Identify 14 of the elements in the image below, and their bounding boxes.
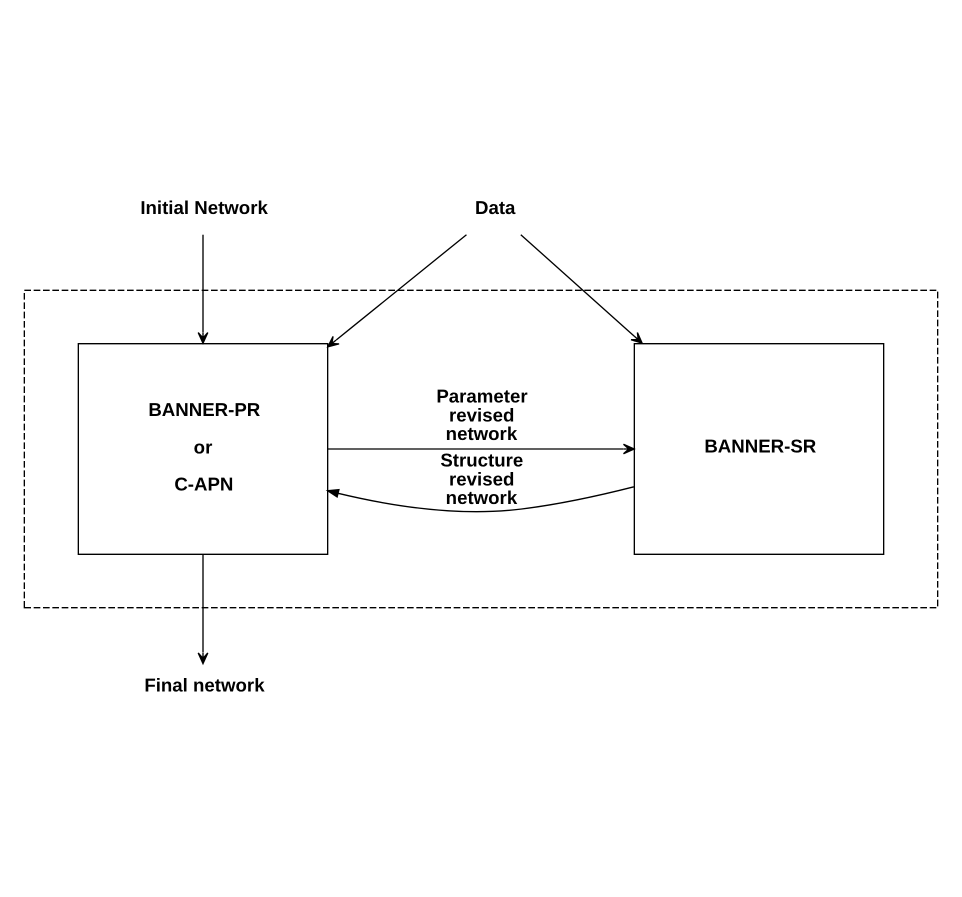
arrow [520,234,643,344]
edge-label: Structure revised network [440,449,524,508]
node-text: Initial Network [140,196,268,218]
edge-label: Parameter revised network [436,385,528,444]
arrow [327,234,467,347]
node-text: Data [475,196,516,218]
arrow [326,486,634,512]
node-box: BANNER-PR or C-APN [78,342,328,554]
arrow [198,234,208,344]
arrow [198,554,208,664]
node-text: Final network [144,674,265,695]
node-box: BANNER-SR [634,342,884,554]
cluster [24,289,938,608]
arrow [328,443,635,454]
